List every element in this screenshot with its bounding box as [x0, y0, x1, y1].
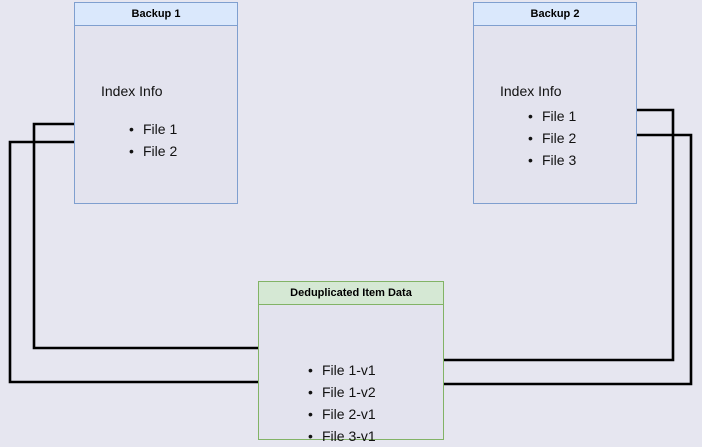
node-deduplicated-item-data-body: File 1-v1 File 1-v2 File 2-v1 File 3-v1: [259, 305, 443, 447]
file-list-backup-2: File 1 File 2 File 3: [528, 105, 576, 171]
list-item: File 2: [528, 127, 576, 149]
node-backup-1[interactable]: Backup 1 Index Info File 1 File 2: [74, 2, 238, 204]
index-info-label-backup-2: Index Info: [500, 83, 562, 99]
index-info-label-backup-1: Index Info: [101, 83, 163, 99]
node-backup-2[interactable]: Backup 2 Index Info File 1 File 2 File 3: [473, 2, 637, 204]
list-item: File 1-v2: [308, 381, 376, 403]
list-item: File 1-v1: [308, 359, 376, 381]
list-item: File 3: [528, 149, 576, 171]
list-item: File 3-v1: [308, 425, 376, 447]
node-backup-2-header: Backup 2: [474, 3, 636, 26]
node-deduplicated-item-data-header: Deduplicated Item Data: [259, 282, 443, 305]
list-item: File 1: [528, 105, 576, 127]
file-list-backup-1: File 1 File 2: [129, 118, 177, 162]
list-item: File 2-v1: [308, 403, 376, 425]
list-item: File 1: [129, 118, 177, 140]
list-item: File 2: [129, 140, 177, 162]
node-deduplicated-item-data[interactable]: Deduplicated Item Data File 1-v1 File 1-…: [258, 281, 444, 447]
file-list-deduplicated: File 1-v1 File 1-v2 File 2-v1 File 3-v1: [308, 359, 376, 447]
node-backup-1-header: Backup 1: [75, 3, 237, 26]
node-backup-1-body: Index Info File 1 File 2: [75, 26, 237, 203]
node-backup-2-body: Index Info File 1 File 2 File 3: [474, 26, 636, 203]
